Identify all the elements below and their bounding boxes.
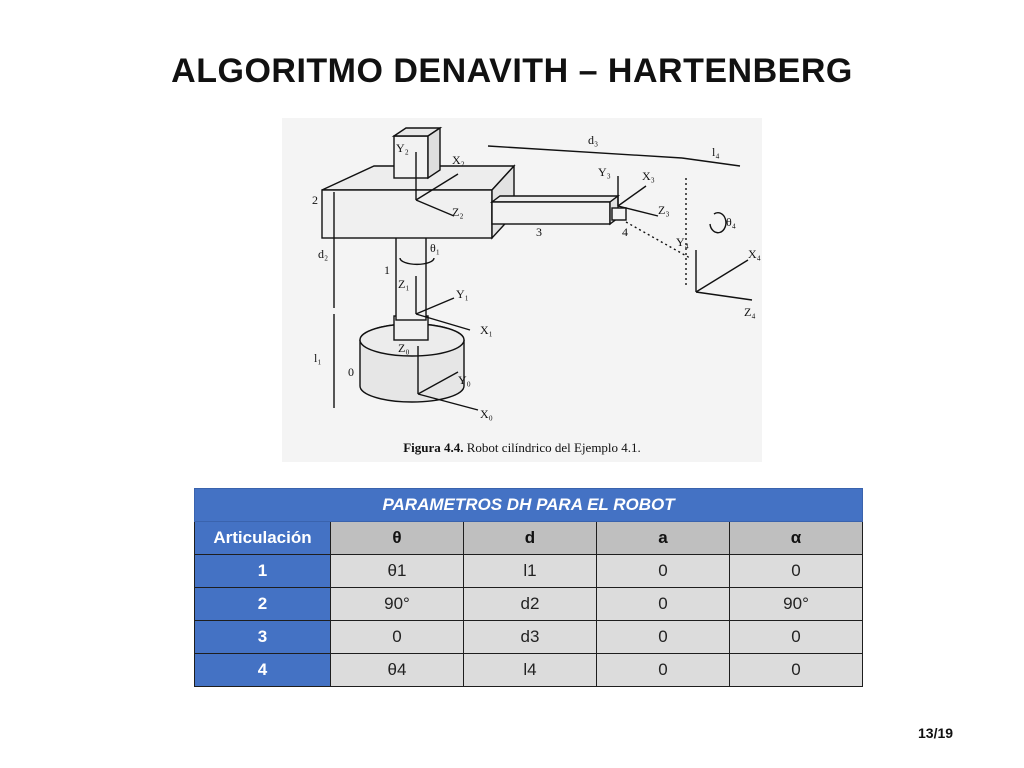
- label-link4: 4: [622, 225, 628, 239]
- table-header-row: Articulación θ d a α: [194, 521, 864, 555]
- cell-joint: 3: [194, 620, 331, 654]
- header-articulacion: Articulación: [194, 521, 331, 555]
- cell-a: 0: [596, 587, 730, 621]
- table-caption: PARAMETROS DH PARA EL ROBOT: [193, 488, 864, 522]
- table-row: 1 θ1 l1 0 0: [194, 554, 864, 588]
- label-l1: l₁: [314, 351, 322, 365]
- label-x0: X₀: [480, 407, 493, 421]
- cell-a: 0: [596, 554, 730, 588]
- cell-theta: θ4: [330, 653, 464, 687]
- cell-d: d3: [463, 620, 597, 654]
- label-z3: Z₃: [658, 203, 670, 217]
- label-link0: 0: [348, 365, 354, 379]
- label-x3: X₃: [642, 169, 655, 183]
- label-theta1: θ₁: [430, 241, 440, 255]
- cell-theta: 90°: [330, 587, 464, 621]
- label-x4: X₄: [748, 247, 761, 261]
- label-link3: 3: [536, 225, 542, 239]
- table-row: 3 0 d3 0 0: [194, 620, 864, 654]
- label-link1: 1: [384, 263, 390, 277]
- label-x1: X₁: [480, 323, 493, 337]
- cell-alpha: 0: [728, 653, 864, 687]
- cell-d: d2: [463, 587, 597, 621]
- figure-caption-number: Figura 4.4.: [403, 440, 464, 455]
- header-alpha: α: [728, 521, 864, 555]
- label-y0: Y₀: [458, 373, 471, 387]
- cell-alpha: 90°: [728, 587, 864, 621]
- table-row: 2 90° d2 0 90°: [194, 587, 864, 621]
- cell-theta: 0: [330, 620, 464, 654]
- slide-title: ALGORITMO DENAVITH – HARTENBERG: [171, 52, 853, 90]
- cell-joint: 2: [194, 587, 331, 621]
- cylindrical-robot-diagram: d₃ l₄ d₂ l₁ Y₂ X₂ Z₂ Y₃ X₃ Z₃ Y₄ X₄ Z₄ Z…: [312, 126, 761, 421]
- label-link2: 2: [312, 193, 318, 207]
- header-d: d: [463, 521, 597, 555]
- label-l4: l₄: [712, 145, 720, 159]
- label-z0: Z₀: [398, 341, 410, 355]
- label-d3: d₃: [588, 133, 598, 147]
- label-d2: d₂: [318, 247, 328, 261]
- label-theta4: θ₄: [726, 215, 736, 229]
- label-z4: Z₄: [744, 305, 756, 319]
- cell-joint: 4: [194, 653, 331, 687]
- header-a: a: [596, 521, 730, 555]
- label-y4: Y₄: [676, 235, 689, 249]
- cell-alpha: 0: [728, 620, 864, 654]
- label-x2: X₂: [452, 153, 465, 167]
- label-y1: Y₁: [456, 287, 469, 301]
- label-y2: Y₂: [396, 141, 409, 155]
- page-number: 13/19: [918, 725, 954, 741]
- cell-d: l4: [463, 653, 597, 687]
- dh-parameters-table: PARAMETROS DH PARA EL ROBOT Articulación…: [193, 488, 864, 687]
- figure-caption-text: Robot cilíndrico del Ejemplo 4.1.: [463, 440, 641, 455]
- table-row: 4 θ4 l4 0 0: [194, 653, 864, 687]
- label-z1: Z₁: [398, 277, 410, 291]
- cell-joint: 1: [194, 554, 331, 588]
- label-z2: Z₂: [452, 205, 464, 219]
- cell-alpha: 0: [728, 554, 864, 588]
- table-caption-row: PARAMETROS DH PARA EL ROBOT: [193, 488, 864, 522]
- label-y3: Y₃: [598, 165, 611, 179]
- header-theta: θ: [330, 521, 464, 555]
- cell-a: 0: [596, 620, 730, 654]
- cell-d: l1: [463, 554, 597, 588]
- robot-figure: d₃ l₄ d₂ l₁ Y₂ X₂ Z₂ Y₃ X₃ Z₃ Y₄ X₄ Z₄ Z…: [282, 118, 762, 462]
- cell-theta: θ1: [330, 554, 464, 588]
- cell-a: 0: [596, 653, 730, 687]
- figure-caption: Figura 4.4. Robot cilíndrico del Ejemplo…: [282, 440, 762, 456]
